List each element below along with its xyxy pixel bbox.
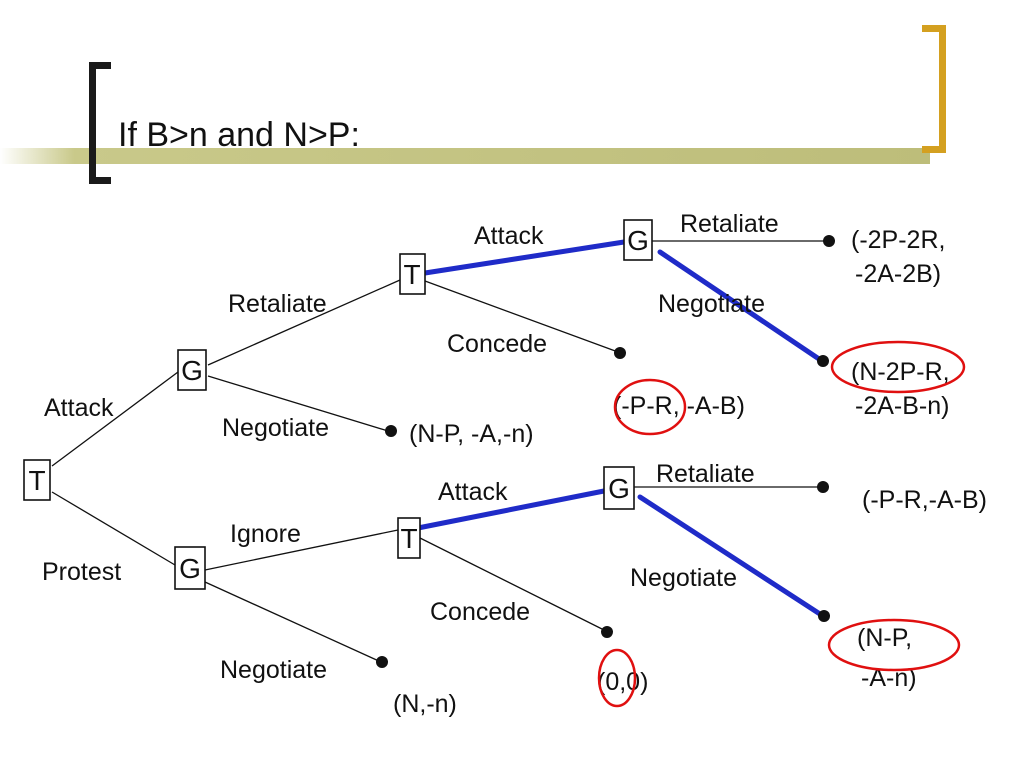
node-box-t-ignore bbox=[397, 517, 421, 559]
terminal-dot-p1 bbox=[823, 235, 835, 247]
label-attack-3: Attack bbox=[438, 478, 508, 506]
edge-labels: Attack Protest Retaliate Negotiate Attac… bbox=[42, 210, 779, 684]
label-negotiate-2: Negotiate bbox=[658, 290, 765, 318]
highlight-circle-p7 bbox=[597, 648, 637, 708]
node-g-bottom: G bbox=[608, 473, 630, 504]
terminal-dot-p7 bbox=[601, 626, 613, 638]
label-attack-2: Attack bbox=[474, 222, 544, 250]
payoff-p1-line2: -2A-2B) bbox=[855, 260, 941, 288]
payoff-p2-line1: (N-2P-R, bbox=[851, 358, 950, 386]
accent-bar bbox=[0, 148, 930, 164]
payoff-p6-line1: (N-P, bbox=[857, 624, 912, 652]
terminal-nodes bbox=[376, 235, 835, 668]
payoff-p1-line1: (-2P-2R, bbox=[851, 226, 945, 254]
right-bracket-decoration bbox=[922, 25, 946, 153]
label-negotiate-4: Negotiate bbox=[630, 564, 737, 592]
node-box-root bbox=[23, 459, 51, 501]
highlight-circle-p2 bbox=[830, 340, 966, 394]
payoff-p5: (-P-R,-A-B) bbox=[862, 486, 987, 514]
edge-negotiate-3 bbox=[204, 581, 382, 663]
edge-concede-2 bbox=[419, 537, 607, 632]
node-box-g-protest bbox=[174, 546, 206, 590]
label-protest: Protest bbox=[42, 558, 121, 586]
node-t-ignore: T bbox=[400, 523, 417, 554]
payoff-p4: (N-P, -A,-n) bbox=[409, 420, 534, 448]
node-g-top: G bbox=[627, 225, 649, 256]
edge-attack-root bbox=[51, 371, 179, 467]
edge-ignore bbox=[204, 529, 399, 571]
payoff-p8: (N,-n) bbox=[393, 690, 457, 718]
left-bracket-decoration bbox=[89, 62, 111, 184]
node-box-g-top bbox=[623, 219, 653, 261]
node-box-g-attack bbox=[177, 349, 207, 391]
payoff-labels: (-2P-2R, -2A-2B) (N-2P-R, -2A-B-n) (-P-R… bbox=[393, 226, 987, 718]
payoff-p7: (0,0) bbox=[597, 668, 648, 696]
payoff-p3: (-P-R, -A-B) bbox=[613, 392, 745, 420]
label-concede-2: Concede bbox=[430, 598, 530, 626]
label-negotiate-1: Negotiate bbox=[222, 414, 329, 442]
edge-concede-1 bbox=[424, 280, 619, 353]
highlight-circle-p3 bbox=[613, 378, 687, 436]
highlight-negotiate-2 bbox=[657, 249, 825, 364]
node-t-retaliate: T bbox=[403, 259, 420, 290]
node-box-g-bottom bbox=[603, 466, 635, 510]
label-attack-root: Attack bbox=[44, 394, 114, 422]
label-retaliate-3: Retaliate bbox=[656, 460, 755, 488]
label-negotiate-3: Negotiate bbox=[220, 656, 327, 684]
terminal-dot-p4 bbox=[385, 425, 397, 437]
label-retaliate-1: Retaliate bbox=[228, 290, 327, 318]
payoff-p2-line2: -2A-B-n) bbox=[855, 392, 949, 420]
edge-protest bbox=[51, 491, 176, 566]
edge-retaliate-1 bbox=[207, 279, 401, 366]
terminal-dot-p2 bbox=[817, 355, 829, 367]
terminal-dot-p8 bbox=[376, 656, 388, 668]
terminal-dot-p3 bbox=[614, 347, 626, 359]
node-g-attack: G bbox=[181, 355, 203, 386]
tree-edges bbox=[51, 240, 828, 663]
highlight-circle-p6 bbox=[827, 618, 961, 672]
node-root: T bbox=[28, 465, 45, 496]
highlight-attack-3 bbox=[415, 487, 612, 531]
highlighted-path bbox=[415, 239, 826, 619]
decision-node-letters: T G T G G T G bbox=[28, 225, 648, 584]
terminal-dot-p5 bbox=[817, 481, 829, 493]
node-box-t-retaliate bbox=[399, 253, 426, 295]
highlight-circles bbox=[597, 340, 966, 708]
label-retaliate-2: Retaliate bbox=[680, 210, 779, 238]
edge-negotiate-1 bbox=[207, 375, 389, 432]
slide-title: If B>n and N>P: bbox=[118, 116, 360, 154]
label-ignore: Ignore bbox=[230, 520, 301, 548]
highlight-attack-2 bbox=[422, 239, 627, 276]
terminal-dot-p6 bbox=[818, 610, 830, 622]
node-g-protest: G bbox=[179, 553, 201, 584]
highlight-negotiate-4 bbox=[637, 494, 826, 619]
label-concede-1: Concede bbox=[447, 330, 547, 358]
decision-node-boxes bbox=[23, 219, 653, 590]
